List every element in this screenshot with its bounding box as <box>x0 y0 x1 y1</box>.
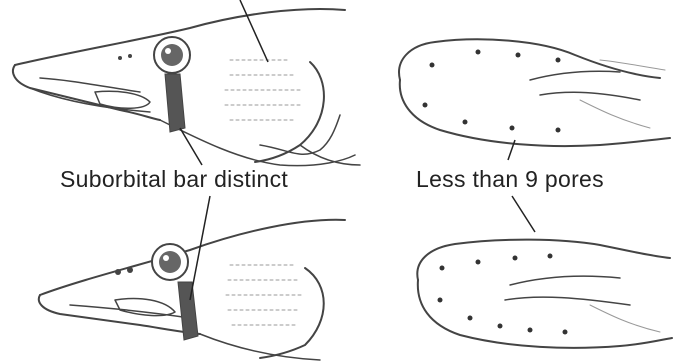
bottom-jaw-pores <box>438 254 568 335</box>
pores-label: Less than 9 pores <box>416 166 604 193</box>
pores-leader-bottom <box>512 196 535 232</box>
suborbital-leader-top <box>180 128 202 165</box>
top-eye <box>154 37 190 73</box>
top-jaw-outline <box>399 39 670 146</box>
bottom-eye <box>152 244 188 280</box>
top-jaw-pores <box>423 50 561 133</box>
top-nostrils <box>118 54 132 60</box>
suborbital-label: Suborbital bar distinct <box>60 166 288 193</box>
top-fish-head <box>13 9 360 166</box>
bottom-jaw-outline <box>417 240 672 348</box>
top-leader-line <box>240 0 268 62</box>
